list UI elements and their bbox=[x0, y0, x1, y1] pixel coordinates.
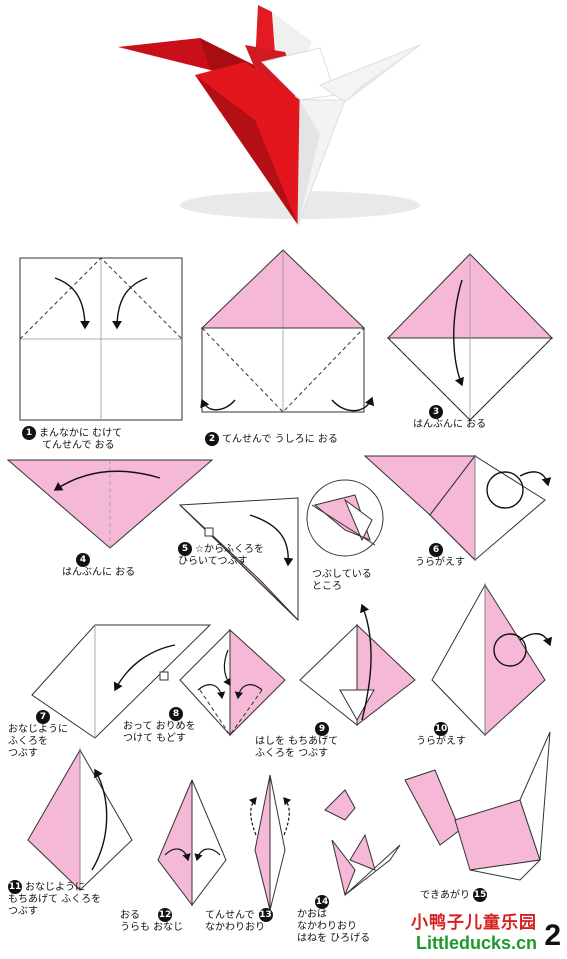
step9-diagram bbox=[299, 603, 416, 727]
step-number: 11 bbox=[8, 880, 22, 894]
watermark-url: Littleducks.cn bbox=[415, 933, 537, 953]
step-number: 12 bbox=[158, 908, 172, 922]
watermark-title: 小鸭子儿童乐园 bbox=[411, 913, 537, 933]
step8-diagram bbox=[179, 628, 286, 737]
detail-note: つぶしている ところ bbox=[312, 569, 372, 592]
detail-circle bbox=[306, 479, 384, 557]
step-number: 1 bbox=[22, 426, 36, 440]
step-number: 2 bbox=[205, 432, 219, 446]
step-number: 8 bbox=[169, 707, 183, 721]
step15-diagram bbox=[404, 731, 551, 881]
step9-label: 9 はしを もちあげて ふくろを つぶす bbox=[255, 722, 339, 759]
step6-diagram bbox=[363, 454, 552, 562]
step3-diagram bbox=[386, 253, 554, 421]
step-number: 5 bbox=[178, 542, 192, 556]
step4-diagram bbox=[6, 459, 214, 549]
step14-label: 14 かおは なかわりおり はねを ひろげる bbox=[297, 895, 371, 944]
step-number: 4 bbox=[76, 553, 90, 567]
step7-label: 7 おなじように ふくろを つぶす bbox=[8, 710, 68, 759]
step2-diagram bbox=[200, 249, 375, 413]
step14-diagram bbox=[324, 789, 401, 897]
step7-diagram bbox=[31, 624, 212, 739]
step-number: 13 bbox=[258, 908, 273, 922]
finished-crane-photo bbox=[118, 5, 421, 226]
step4-label: 4 はんぶんに おる bbox=[62, 553, 136, 578]
step3-label: 3 はんぶんに おる bbox=[413, 405, 487, 430]
step-number: 10 bbox=[434, 722, 448, 736]
step10-label: 10 うらがえす bbox=[416, 722, 466, 747]
step12-diagram bbox=[157, 779, 227, 907]
step11-diagram bbox=[27, 748, 133, 892]
step-number: 14 bbox=[315, 895, 329, 909]
step-number: 6 bbox=[429, 543, 443, 557]
step1-diagram bbox=[19, 257, 183, 421]
step-number: 7 bbox=[36, 710, 50, 724]
step5-diagram bbox=[178, 497, 299, 622]
step10-diagram bbox=[431, 583, 553, 737]
step5-label: 5☆からふくろを ひらいてつぶす bbox=[178, 542, 264, 567]
step13-diagram bbox=[248, 774, 292, 911]
watermark: 小鸭子儿童乐园 Littleducks.cn 2 bbox=[411, 913, 561, 953]
step8-label: 8 おって おりめを つけて もどす bbox=[123, 707, 196, 744]
step6-label: 6 うらがえす bbox=[415, 543, 465, 568]
step-number: 15 bbox=[473, 888, 487, 902]
page-number: 2 bbox=[544, 919, 561, 952]
step-number: 9 bbox=[315, 722, 329, 736]
step-number: 3 bbox=[429, 405, 443, 419]
